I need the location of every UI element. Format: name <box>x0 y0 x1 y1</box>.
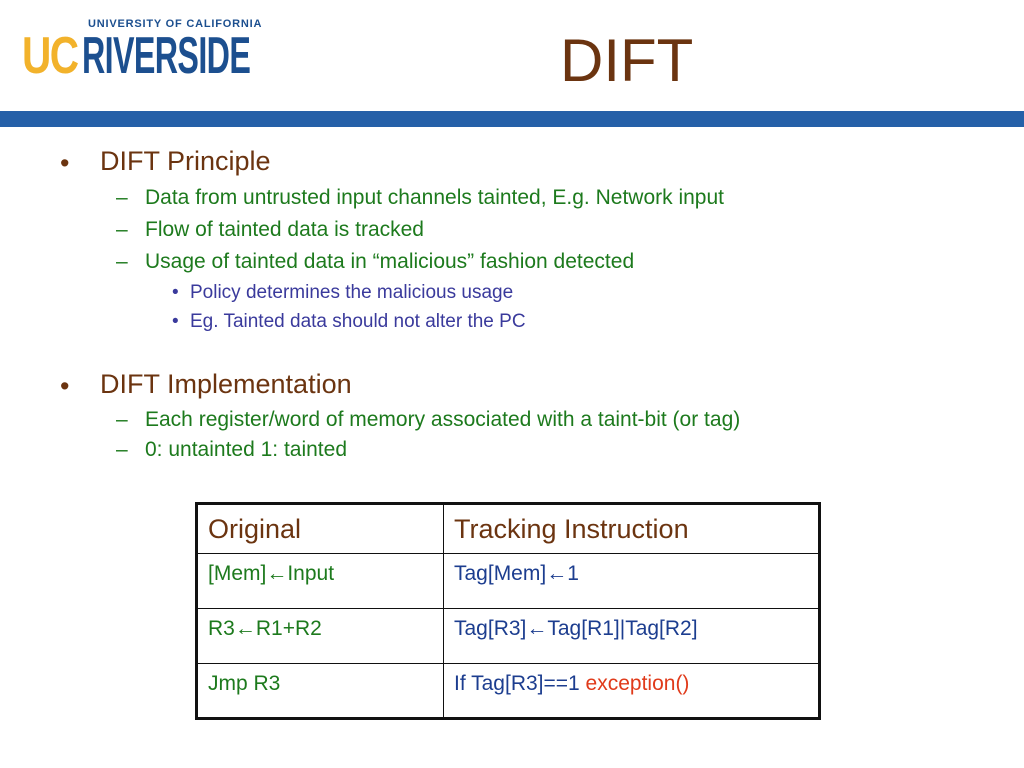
table-header-original: Original <box>196 503 444 554</box>
table-cell-original: R3←R1+R2 <box>196 608 444 664</box>
sub-bullet: Flow of tainted data is tracked <box>145 218 424 241</box>
bullet-marker: • <box>60 371 70 401</box>
table-row: R3←R1+R2 Tag[R3]←Tag[R1]|Tag[R2] <box>196 608 820 664</box>
slide-title: DIFT <box>560 27 694 94</box>
table-cell-tracking: Tag[R3]←Tag[R1]|Tag[R2] <box>443 608 820 664</box>
dash-marker: – <box>116 438 128 461</box>
logo-university-text: UNIVERSITY OF CALIFORNIA <box>88 18 263 30</box>
dash-marker: – <box>116 408 128 431</box>
table-cell-tracking: If Tag[R3]==1 exception() <box>443 663 820 719</box>
dash-marker: – <box>116 250 128 273</box>
dash-marker: – <box>116 218 128 241</box>
logo-uc-text: UC <box>22 27 79 85</box>
tracking-table: Original Tracking Instruction [Mem]←Inpu… <box>195 502 821 720</box>
sub-bullet: Data from untrusted input channels taint… <box>145 186 724 209</box>
sub-bullet: Usage of tainted data in “malicious” fas… <box>145 250 635 273</box>
sub-bullet: Each register/word of memory associated … <box>145 408 741 431</box>
dot-marker: • <box>172 282 179 303</box>
sub-bullet: 0: untainted 1: tainted <box>145 438 347 461</box>
bullet-heading-principle: DIFT Principle <box>100 146 271 176</box>
table-cell-original: [Mem]←Input <box>196 553 444 609</box>
sub-sub-bullet: Eg. Tainted data should not alter the PC <box>190 311 526 332</box>
sub-sub-bullet: Policy determines the malicious usage <box>190 282 514 303</box>
table-cell-original: Jmp R3 <box>196 663 444 719</box>
logo-riverside-text: RIVERSIDE <box>82 27 251 85</box>
table-header-tracking: Tracking Instruction <box>443 503 820 554</box>
tracking-text: If Tag[R3]==1 <box>454 672 586 695</box>
table-row: Jmp R3 If Tag[R3]==1 exception() <box>196 663 820 719</box>
bullet-heading-implementation: DIFT Implementation <box>100 369 352 399</box>
dot-marker: • <box>172 311 179 332</box>
dash-marker: – <box>116 186 128 209</box>
ucr-logo: UNIVERSITY OF CALIFORNIA UC RIVERSIDE <box>22 18 261 85</box>
bullet-marker: • <box>60 148 70 178</box>
table-cell-tracking: Tag[Mem]←1 <box>443 553 820 609</box>
exception-highlight: exception() <box>585 672 690 695</box>
table-row: [Mem]←Input Tag[Mem]←1 <box>196 553 820 609</box>
header-rule <box>0 111 1024 127</box>
table-header-row: Original Tracking Instruction <box>196 503 820 554</box>
